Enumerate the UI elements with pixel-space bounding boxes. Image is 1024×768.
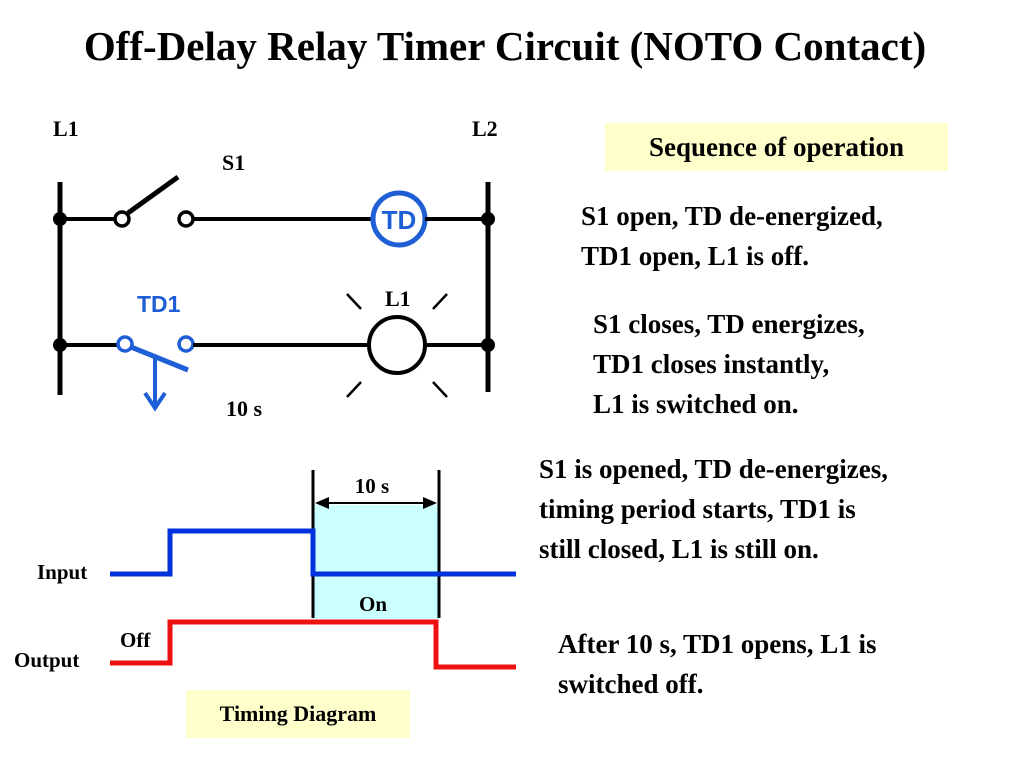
sequence-step-3: S1 is opened, TD de-energizes, timing pe… (539, 449, 888, 569)
s1-terminal-left (113, 210, 131, 228)
delay-label: 10 s (226, 396, 263, 421)
output-signal-trace (110, 619, 516, 670)
timing-diagram: 10 s On Off Input Output (14, 470, 516, 672)
step-text-line: TD1 closes instantly, (593, 349, 830, 379)
s1-switch-blade (126, 174, 180, 216)
lamp-rays-icon (346, 293, 448, 398)
output-label: Output (14, 648, 79, 672)
input-label: Input (37, 560, 87, 584)
sequence-heading: Sequence of operation (605, 123, 948, 171)
step-text-line: L1 is switched on. (593, 389, 799, 419)
lamp (367, 315, 427, 375)
sequence-step-1: S1 open, TD de-energized, TD1 open, L1 i… (581, 196, 883, 276)
step-text-line: TD1 open, L1 is off. (581, 241, 810, 271)
sequence-step-4: After 10 s, TD1 opens, L1 is switched of… (558, 624, 877, 704)
td1-delay-arrow-head-icon (143, 391, 167, 412)
on-label: On (359, 592, 387, 616)
step-text-line: S1 is opened, TD de-energizes, (539, 454, 888, 484)
td1-terminal-left (116, 335, 134, 353)
s1-terminal-right (177, 210, 195, 228)
switch-label: S1 (222, 150, 245, 175)
period-label: 10 s (355, 474, 389, 498)
td1-terminal-right (177, 335, 195, 353)
step-text-line: timing period starts, TD1 is (539, 494, 856, 524)
step-text-line: switched off. (558, 669, 704, 699)
ladder-circuit: TD L1 L2 S1 TD1 L1 10 s (53, 116, 498, 421)
period-arrow-left-icon (315, 497, 329, 509)
page-title: Off-Delay Relay Timer Circuit (NOTO Cont… (83, 23, 927, 69)
line-label-left: L1 (53, 116, 79, 141)
timer-coil-label: TD (382, 205, 417, 235)
lamp-label: L1 (385, 286, 411, 311)
td1-contact-blade (130, 344, 189, 373)
step-text-line: S1 closes, TD energizes, (593, 309, 865, 339)
delay-period-highlight (313, 505, 438, 619)
step-text-line: After 10 s, TD1 opens, L1 is (558, 629, 877, 659)
step-text-line: S1 open, TD de-energized, (581, 201, 883, 231)
contact-label: TD1 (137, 291, 181, 317)
input-signal-trace (110, 528, 516, 577)
sequence-step-2: S1 closes, TD energizes, TD1 closes inst… (593, 304, 865, 424)
step-text-line: still closed, L1 is still on. (539, 534, 819, 564)
line-label-right: L2 (472, 116, 498, 141)
period-arrow-right-icon (423, 497, 437, 509)
timing-diagram-caption: Timing Diagram (186, 690, 410, 738)
off-label: Off (120, 628, 151, 652)
